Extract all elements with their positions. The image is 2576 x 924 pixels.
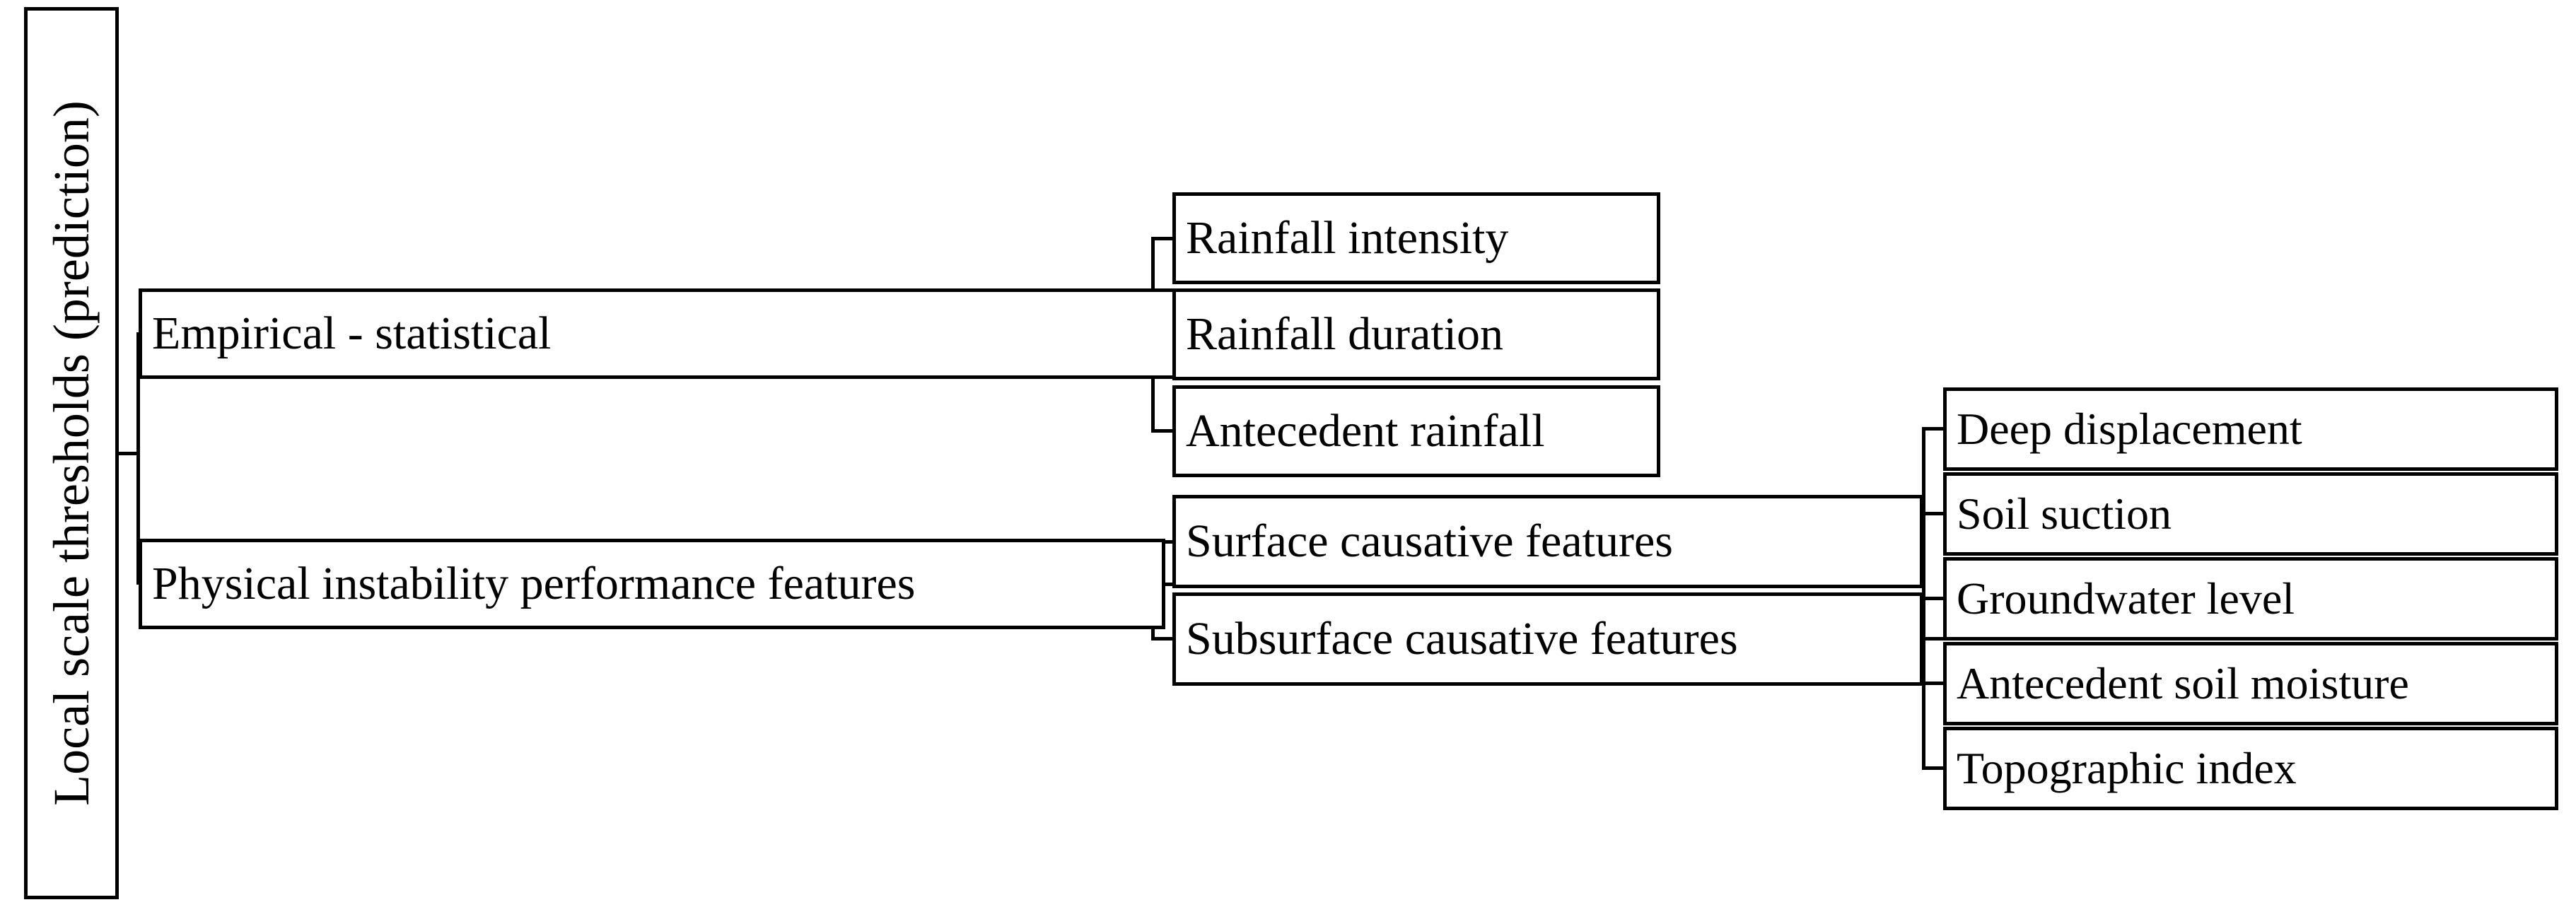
connector-trunk-to-subsurface (1151, 637, 1175, 641)
connector-trunk-to-antecedent-rainfall (1151, 429, 1175, 433)
connector-root-trunk (136, 332, 140, 584)
connector-physical-stub (1164, 583, 1175, 586)
node-subsurface-causative-features[interactable]: Subsurface causative features (1172, 592, 1923, 686)
node-empirical-label: Empirical - statistical (152, 308, 552, 359)
node-deep-displacement[interactable]: Deep displacement (1943, 387, 2558, 471)
node-root-label: Local scale thresholds (prediction) (43, 100, 100, 806)
node-empirical-statistical[interactable]: Empirical - statistical (139, 288, 1179, 379)
node-soil-suction-label: Soil suction (1957, 489, 2172, 539)
node-antecedent-soil-moisture[interactable]: Antecedent soil moisture (1943, 642, 2558, 725)
node-rainfall-duration[interactable]: Rainfall duration (1172, 288, 1660, 380)
node-surface-causative-features[interactable]: Surface causative features (1172, 495, 1923, 588)
connector-trunk-to-soil-suction (1922, 512, 1946, 515)
connector-trunk-to-antecedent-moisture (1922, 682, 1946, 685)
connector-subsurface-stub (1921, 637, 1946, 641)
node-subsurface-causative-label: Subsurface causative features (1186, 613, 1738, 665)
node-antecedent-soil-moisture-label: Antecedent soil moisture (1957, 658, 2409, 708)
node-physical-label: Physical instability performance feature… (152, 558, 916, 609)
connector-root-stub (119, 452, 140, 455)
node-deep-displacement-label: Deep displacement (1957, 404, 2302, 454)
node-rainfall-intensity[interactable]: Rainfall intensity (1172, 192, 1660, 284)
connector-trunk-to-rain-intensity (1151, 237, 1175, 240)
node-root-local-scale-thresholds[interactable]: Local scale thresholds (prediction) (24, 7, 119, 899)
node-surface-causative-label: Surface causative features (1186, 515, 1673, 567)
node-groundwater-level[interactable]: Groundwater level (1943, 557, 2558, 641)
connector-trunk-to-topographic-index (1922, 766, 1946, 770)
node-groundwater-level-label: Groundwater level (1957, 573, 2295, 624)
node-antecedent-rainfall[interactable]: Antecedent rainfall (1172, 385, 1660, 477)
node-rainfall-duration-label: Rainfall duration (1186, 308, 1504, 360)
connector-trunk-to-groundwater-level (1922, 597, 1946, 600)
connector-trunk-to-deep-displacement (1922, 427, 1946, 431)
node-soil-suction[interactable]: Soil suction (1943, 472, 2558, 556)
node-rainfall-intensity-label: Rainfall intensity (1186, 212, 1509, 264)
node-topographic-index-label: Topographic index (1957, 743, 2297, 793)
node-physical-instability-performance-features[interactable]: Physical instability performance feature… (139, 539, 1165, 629)
node-topographic-index[interactable]: Topographic index (1943, 727, 2558, 810)
node-antecedent-rainfall-label: Antecedent rainfall (1186, 405, 1545, 457)
